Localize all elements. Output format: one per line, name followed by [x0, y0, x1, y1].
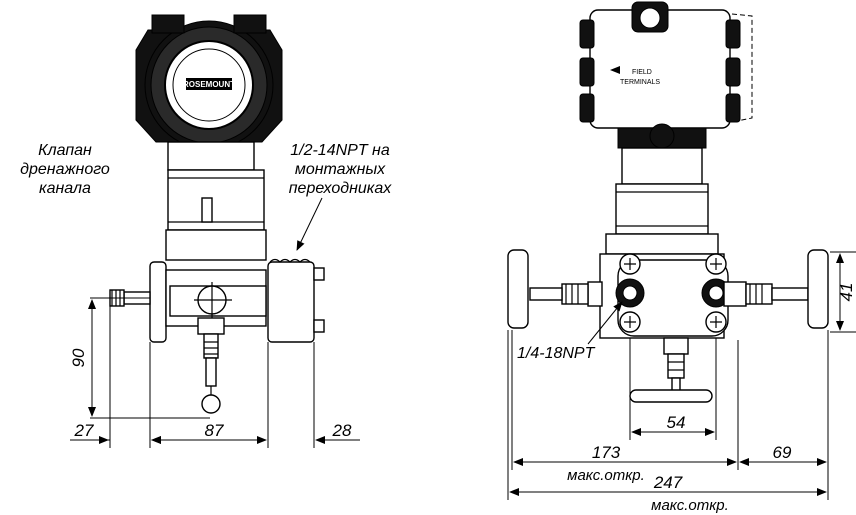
- left-side-view: ROSEMOUNT Кла: [20, 14, 393, 448]
- dim-247: 247: [653, 473, 683, 492]
- dim-54: 54: [667, 413, 686, 432]
- field-terminals-1: FIELD: [632, 69, 652, 76]
- dim-87: 87: [205, 421, 224, 440]
- transmitter-housing-left: ROSEMOUNT: [135, 14, 283, 159]
- npt-half-label-2: монтажных: [295, 161, 386, 178]
- dims-left: 90 27 87 28: [69, 297, 360, 448]
- dim-173: 173: [592, 443, 621, 462]
- npt-half-label-1: 1/2-14NPT на: [290, 142, 390, 159]
- sensor-module-right: [621, 147, 703, 185]
- max-open-1: макс.откр.: [567, 467, 645, 484]
- drain-valve-label-1: Клапан: [38, 142, 92, 159]
- valve-bottom: [629, 337, 713, 403]
- dim-41: 41: [837, 283, 856, 302]
- max-open-2: макс.откр.: [651, 497, 729, 514]
- valve-left: [507, 249, 603, 329]
- npt-half-leader: [296, 197, 323, 251]
- sensor-module-left: [167, 141, 255, 171]
- dim-28: 28: [332, 421, 352, 440]
- dim-27: 27: [74, 421, 94, 440]
- manifold-block: [599, 253, 731, 339]
- field-terminals-2: TERMINALS: [620, 79, 660, 86]
- dim-69: 69: [773, 443, 792, 462]
- npt-quarter-leader: [587, 301, 623, 345]
- drain-valve-label-3: канала: [39, 180, 91, 197]
- flange-right: [267, 261, 315, 343]
- flange-left: [149, 261, 167, 343]
- brand-mark: ROSEMOUNT: [183, 80, 235, 89]
- dim-90: 90: [69, 348, 88, 367]
- transmitter-housing-right: FIELD TERMINALS: [579, 1, 753, 149]
- dims-right: 41 54 173 69 макс.откр. 247 макс.откр.: [507, 251, 856, 514]
- drain-valve-label-2: дренажного: [20, 161, 110, 178]
- valve-right: [723, 249, 829, 329]
- npt-quarter-label: 1/4-18NPT: [517, 345, 596, 362]
- right-front-view: FIELD TERMINALS: [507, 1, 856, 514]
- npt-half-label-3: переходниках: [289, 180, 393, 197]
